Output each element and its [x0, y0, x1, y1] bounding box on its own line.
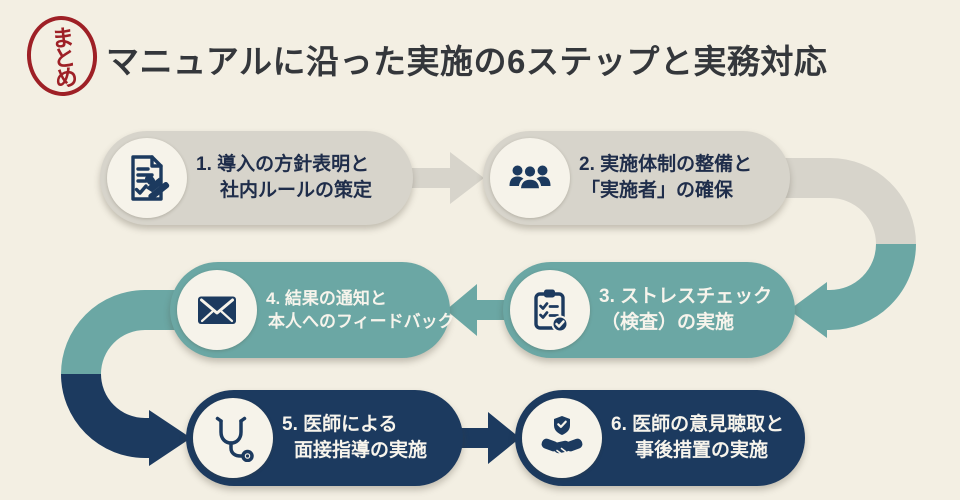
step-4-line1: 4. 結果の通知と — [266, 288, 387, 308]
step-5-label: 5. 医師による 面接指導の実施 — [282, 390, 459, 486]
step-6-icon-circle — [522, 398, 602, 478]
arrowhead-step4-to-step5 — [149, 410, 191, 466]
step-4-label: 4. 結果の通知と 本人へのフィードバック — [266, 262, 455, 358]
step-2-box: 2. 実施体制の整備と 「実施者」の確保 — [483, 131, 790, 225]
arrow-step1-to-step2 — [408, 152, 484, 204]
stethoscope-icon — [215, 416, 254, 462]
document-stamp-icon — [131, 155, 170, 201]
curve-step2-to-step3 — [766, 158, 916, 330]
step-6-line1: 6. 医師の意見聴取と — [611, 413, 785, 435]
step-4-icon-circle — [177, 270, 257, 350]
step-3-label: 3. ストレスチェック （検査）の実施 — [599, 262, 791, 358]
step-3-icon-circle — [510, 270, 590, 350]
step-2-line1: 2. 実施体制の整備と — [579, 153, 753, 175]
step-5-box: 5. 医師による 面接指導の実施 — [186, 390, 463, 486]
step-4-box: 4. 結果の通知と 本人へのフィードバック — [170, 262, 455, 358]
step-1-line1: 1. 導入の方針表明と — [196, 153, 370, 175]
step-5-line1: 5. 医師による — [282, 413, 398, 435]
arrow-step5-to-step6 — [456, 412, 520, 464]
step-2-label: 2. 実施体制の整備と 「実施者」の確保 — [579, 131, 786, 225]
envelope-icon — [198, 296, 236, 324]
step-6-box: 6. 医師の意見聴取と 事後措置の実施 — [515, 390, 805, 486]
arrow-step3-to-step4 — [446, 284, 506, 336]
step-1-label: 1. 導入の方針表明と 社内ルールの策定 — [196, 131, 409, 225]
step-1-icon-circle — [107, 138, 187, 218]
step-2-line2: 「実施者」の確保 — [581, 180, 734, 201]
step-3-line1: 3. ストレスチェック — [599, 285, 773, 307]
page-title: マニュアルに沿った実施の6ステップと実務対応 — [106, 43, 828, 80]
curve-step4-to-step5 — [61, 290, 205, 458]
clipboard-check-icon — [534, 289, 569, 333]
people-group-icon — [509, 163, 551, 191]
step-3-line2: （検査）の実施 — [601, 312, 735, 333]
step-5-icon-circle — [193, 398, 273, 478]
step-2-icon-circle — [490, 138, 570, 218]
step-6-line2: 事後措置の実施 — [635, 440, 769, 461]
arrowhead-step2-to-step3 — [789, 282, 827, 338]
step-5-line2: 面接指導の実施 — [294, 440, 428, 461]
step-6-label: 6. 医師の意見聴取と 事後措置の実施 — [611, 390, 801, 486]
step-1-box: 1. 導入の方針表明と 社内ルールの策定 — [100, 131, 413, 225]
step-1-line2: 社内ルールの策定 — [220, 180, 373, 201]
step-3-box: 3. ストレスチェック （検査）の実施 — [503, 262, 795, 358]
handshake-shield-icon — [541, 416, 583, 455]
step-4-line2: 本人へのフィードバック — [268, 312, 455, 331]
